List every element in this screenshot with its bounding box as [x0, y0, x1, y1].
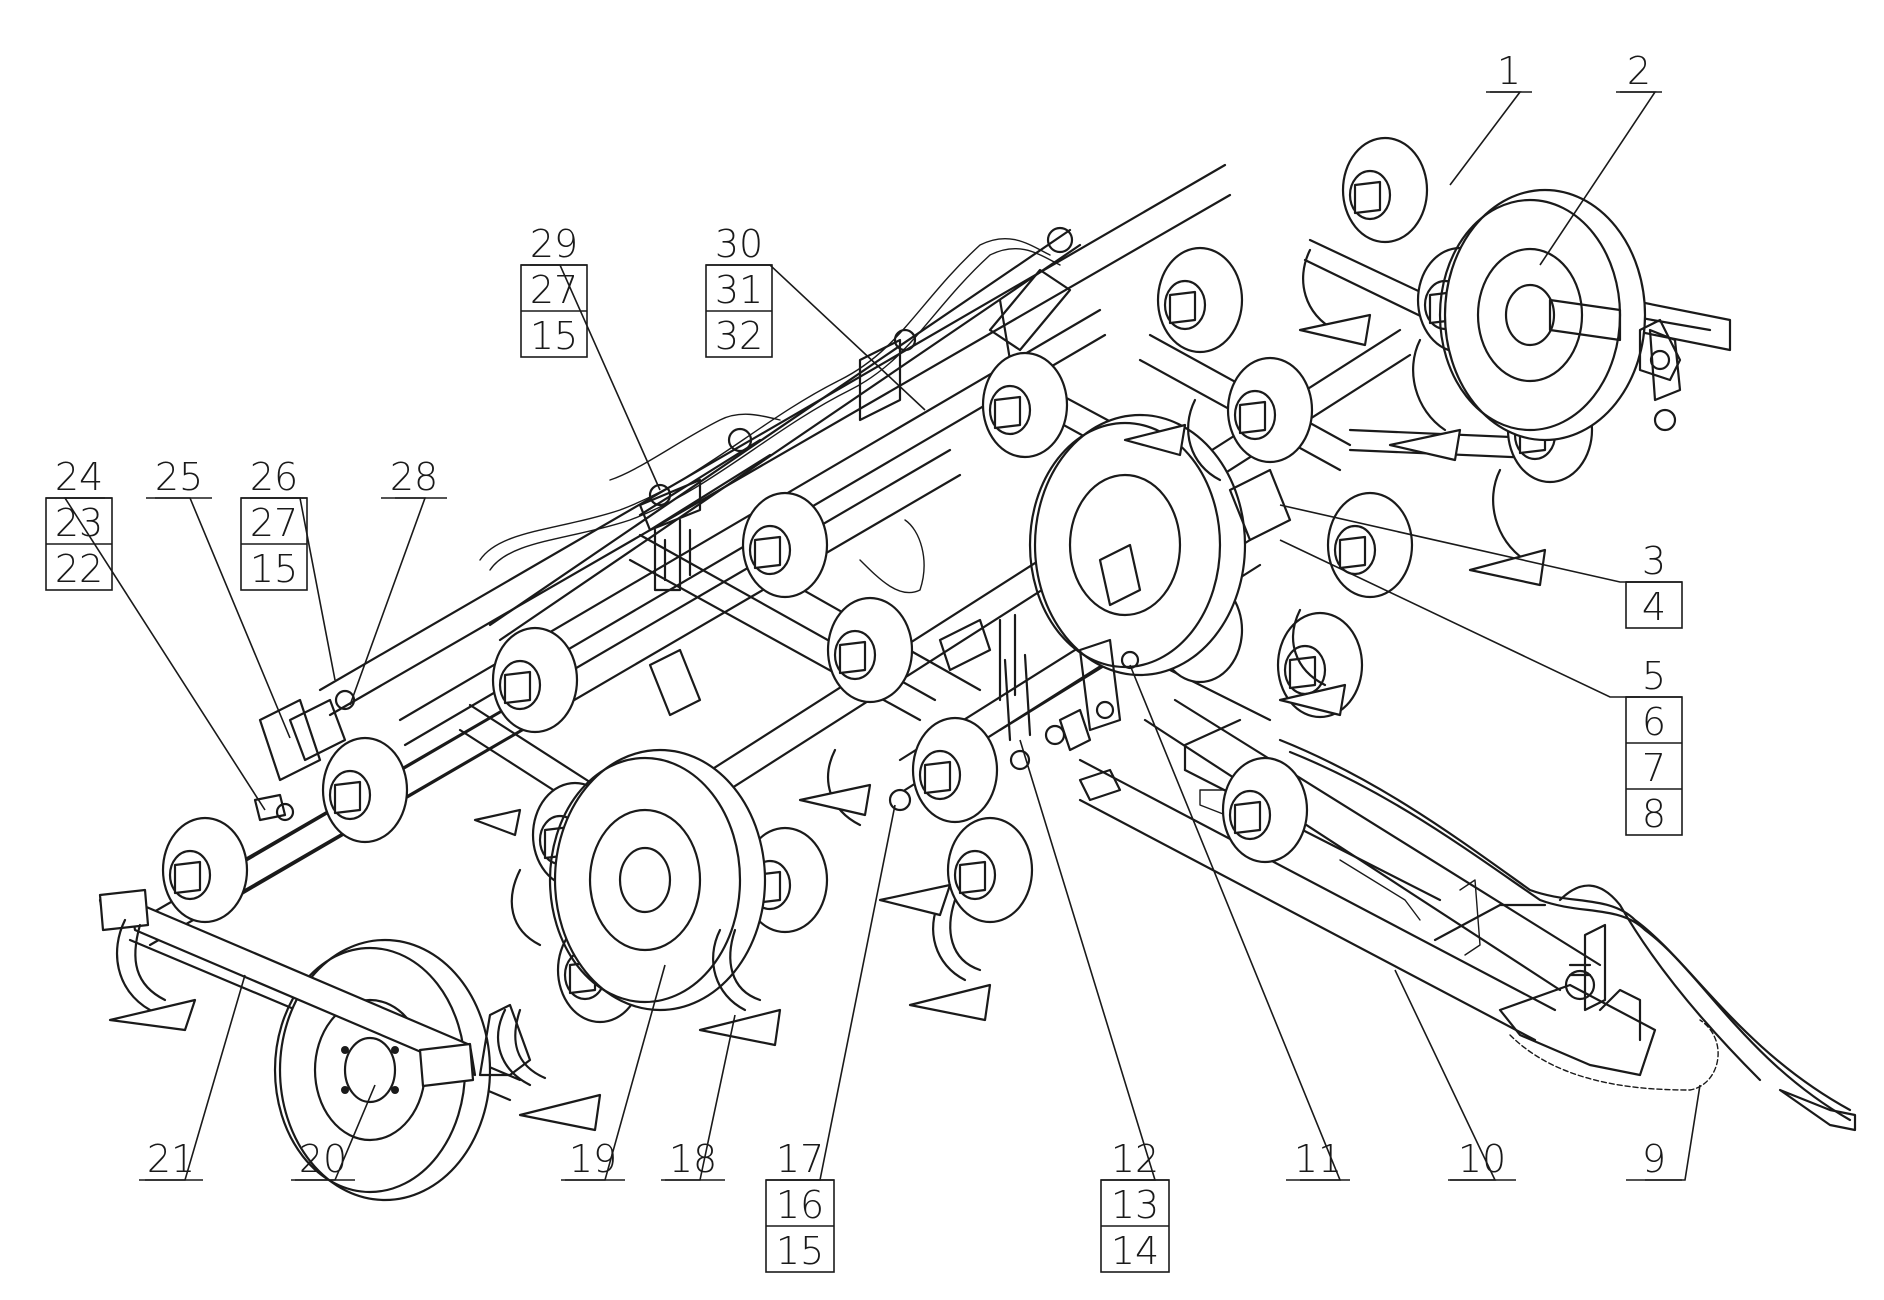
brackets — [253, 328, 1682, 822]
callout-number: 25 — [155, 455, 203, 499]
callout-number: 6 — [1642, 700, 1666, 744]
callout-21: 21 — [139, 1137, 203, 1181]
roller — [1226, 356, 1314, 464]
tine — [473, 808, 542, 947]
cultivator-machine-drawing — [98, 136, 1857, 1202]
callout-9: 9 — [1626, 1137, 1682, 1181]
roller — [1156, 246, 1244, 354]
callout-3: 34 — [1625, 539, 1683, 629]
wheel — [1438, 188, 1647, 442]
tine — [1278, 608, 1347, 717]
callout-1: 1 — [1486, 49, 1532, 93]
roller — [741, 491, 829, 599]
callout-number: 24 — [55, 455, 103, 499]
callout-18: 18 — [661, 1137, 725, 1181]
callout-number: 15 — [530, 314, 578, 358]
wheel — [548, 748, 767, 1012]
roller — [1341, 136, 1429, 244]
callout-number: 3 — [1642, 539, 1666, 583]
wheel — [1028, 413, 1247, 677]
callout-box — [1625, 581, 1683, 629]
transport-wheels — [273, 188, 1647, 1202]
roller — [161, 816, 249, 924]
callout-number: 4 — [1642, 585, 1666, 629]
roller — [1326, 491, 1414, 599]
callout-box — [1625, 696, 1683, 836]
tine — [698, 928, 782, 1047]
callout-number: 27 — [250, 501, 298, 545]
callout-number: 23 — [55, 501, 103, 545]
callout-number: 30 — [715, 222, 763, 266]
roller — [1221, 756, 1309, 864]
callout-number: 31 — [715, 268, 763, 312]
callout-number: 15 — [776, 1229, 824, 1273]
callout-number: 17 — [776, 1137, 824, 1181]
roller — [946, 816, 1034, 924]
callout-number: 21 — [147, 1137, 195, 1181]
roller — [826, 596, 914, 704]
tine — [1298, 248, 1372, 347]
tine — [1468, 468, 1547, 587]
callout-number: 2 — [1627, 49, 1651, 93]
callout-number: 12 — [1111, 1137, 1159, 1181]
callout-number: 7 — [1642, 746, 1666, 790]
roller — [491, 626, 579, 734]
roller — [981, 351, 1069, 459]
callout-number: 27 — [530, 268, 578, 312]
callout-20: 20 — [291, 1137, 355, 1181]
callout-number: 22 — [55, 547, 103, 591]
callout-number: 11 — [1294, 1137, 1342, 1181]
callout-11: 11 — [1286, 1137, 1350, 1181]
callout-25: 25 — [146, 455, 212, 499]
callout-number: 13 — [1111, 1183, 1159, 1227]
callout-number: 14 — [1111, 1229, 1159, 1273]
tine — [1123, 398, 1222, 482]
callout-number: 20 — [299, 1137, 347, 1181]
tine — [1388, 338, 1462, 462]
roller — [911, 716, 999, 824]
callout-number: 15 — [250, 547, 298, 591]
callout-number: 19 — [569, 1137, 617, 1181]
callout-number: 28 — [390, 455, 438, 499]
roller — [321, 736, 409, 844]
hydraulic-cylinder — [479, 226, 1082, 642]
callout-number: 8 — [1642, 792, 1666, 836]
callout-number: 29 — [530, 222, 578, 266]
tine — [878, 883, 952, 917]
callout-number: 16 — [776, 1183, 824, 1227]
callout-19: 19 — [561, 1137, 625, 1181]
tine — [497, 1008, 602, 1132]
callout-number: 32 — [715, 314, 763, 358]
callout-number: 18 — [669, 1137, 717, 1181]
front-beams-overlay — [98, 318, 1682, 1088]
tine — [108, 918, 197, 1032]
callout-28: 28 — [381, 455, 447, 499]
callout-number: 5 — [1642, 654, 1666, 698]
callout-number: 9 — [1642, 1137, 1666, 1181]
callout-10: 10 — [1448, 1137, 1516, 1181]
callout-number: 1 — [1497, 49, 1521, 93]
drawbar-frame — [1078, 698, 1857, 1132]
callout-2: 2 — [1616, 49, 1662, 93]
callout-number: 10 — [1458, 1137, 1506, 1181]
tine — [798, 748, 872, 827]
tines — [108, 248, 1547, 1132]
callout-number: 26 — [250, 455, 298, 499]
